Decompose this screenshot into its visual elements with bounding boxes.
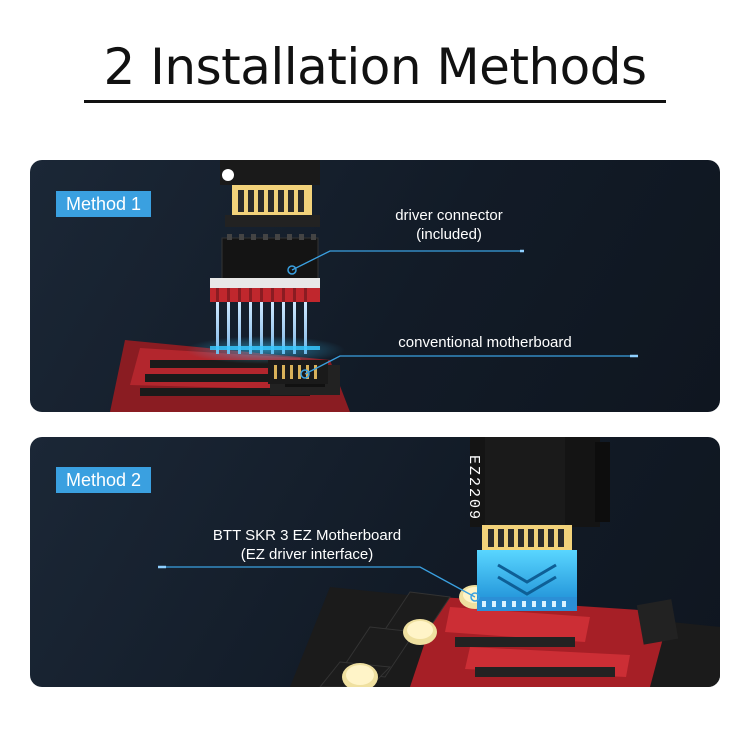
title-underline bbox=[84, 100, 666, 103]
method-1-badge: Method 1 bbox=[56, 191, 152, 217]
page-title: 2 Installation Methods bbox=[103, 38, 647, 96]
ez2209-module-label: EZ2209 bbox=[465, 455, 482, 522]
method-2-panel: EZ2209 Method 2 BTT SKR 3 EZ Motherboard… bbox=[30, 437, 720, 687]
driver-module-graphic bbox=[220, 160, 320, 227]
method-2-badge: Method 2 bbox=[56, 467, 152, 493]
driver-connector-graphic bbox=[185, 234, 345, 384]
callout-line: conventional motherboard bbox=[398, 334, 572, 351]
callout-driver-connector: driver connector (included) bbox=[364, 206, 534, 244]
callout-lines-2 bbox=[158, 565, 476, 598]
callout-line: driver connector bbox=[395, 207, 503, 224]
method-1-panel: Method 1 driver connector (included) con… bbox=[30, 160, 720, 412]
callout-btt-skr3-ez-motherboard: BTT SKR 3 EZ Motherboard (EZ driver inte… bbox=[182, 526, 432, 564]
ez-motherboard-graphic bbox=[290, 585, 720, 687]
method-2-illustration bbox=[158, 437, 720, 687]
callout-line: BTT SKR 3 EZ Motherboard bbox=[212, 527, 402, 544]
callout-lines-1 bbox=[291, 249, 638, 375]
callout-conventional-motherboard: conventional motherboard bbox=[375, 333, 595, 352]
callout-line: (EZ driver interface) bbox=[240, 546, 374, 563]
callout-line: (included) bbox=[416, 226, 482, 243]
ez2209-module-graphic bbox=[470, 437, 610, 611]
method-1-illustration bbox=[110, 160, 638, 412]
